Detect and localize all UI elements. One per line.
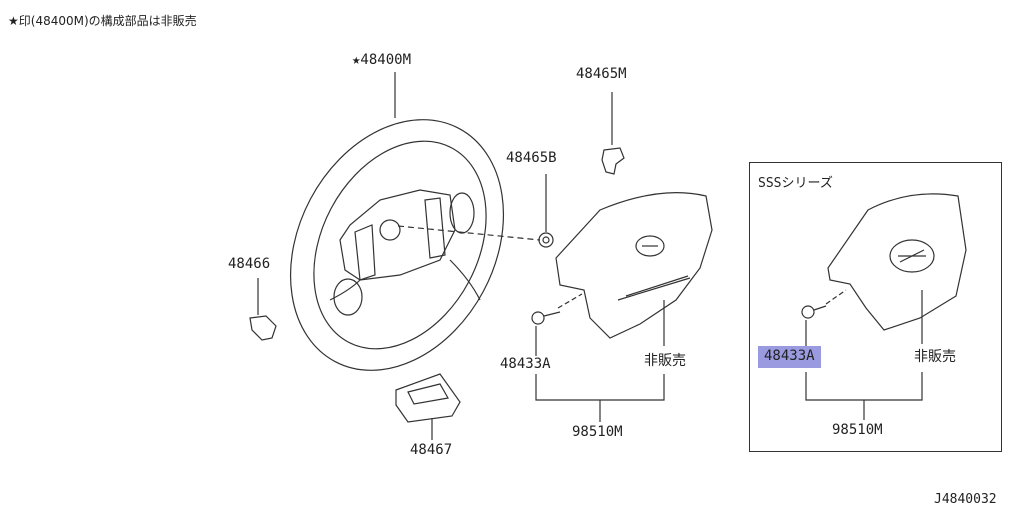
label-airbag: 98510M — [572, 424, 623, 440]
steering-wheel-rim-outer — [289, 119, 505, 371]
bracket — [395, 373, 461, 423]
label-bracket: 48467 — [410, 442, 453, 458]
airbag-module — [555, 192, 713, 339]
label-bolt: 48433A — [500, 356, 551, 372]
hub-center — [379, 219, 401, 241]
nut — [538, 232, 554, 248]
sss-series-inset — [749, 162, 1002, 452]
label-clip-top: 48465M — [576, 66, 627, 82]
bolt — [531, 311, 545, 325]
inset-bolt — [801, 305, 815, 319]
note-text: ★印(48400M)の構成部品は非販売 — [8, 14, 197, 28]
label-left-clip: 48466 — [228, 256, 271, 272]
label-not-sold: 非販売 — [644, 353, 686, 369]
left-clip — [249, 315, 277, 341]
inset-label-airbag: 98510M — [832, 422, 883, 438]
inset-airbag-module — [827, 193, 967, 331]
steering-wheel-hub — [339, 189, 456, 281]
drawing-id: J4840032 — [934, 492, 997, 507]
clip-top — [601, 147, 625, 175]
inset-label-not-sold: 非販売 — [914, 349, 956, 365]
label-steering-wheel: ★48400M — [352, 52, 412, 68]
label-nut: 48465B — [506, 150, 557, 166]
inset-title: SSSシリーズ — [758, 176, 833, 191]
inset-label-bolt: 48433A — [764, 348, 815, 364]
highlight-box[interactable] — [758, 346, 821, 368]
